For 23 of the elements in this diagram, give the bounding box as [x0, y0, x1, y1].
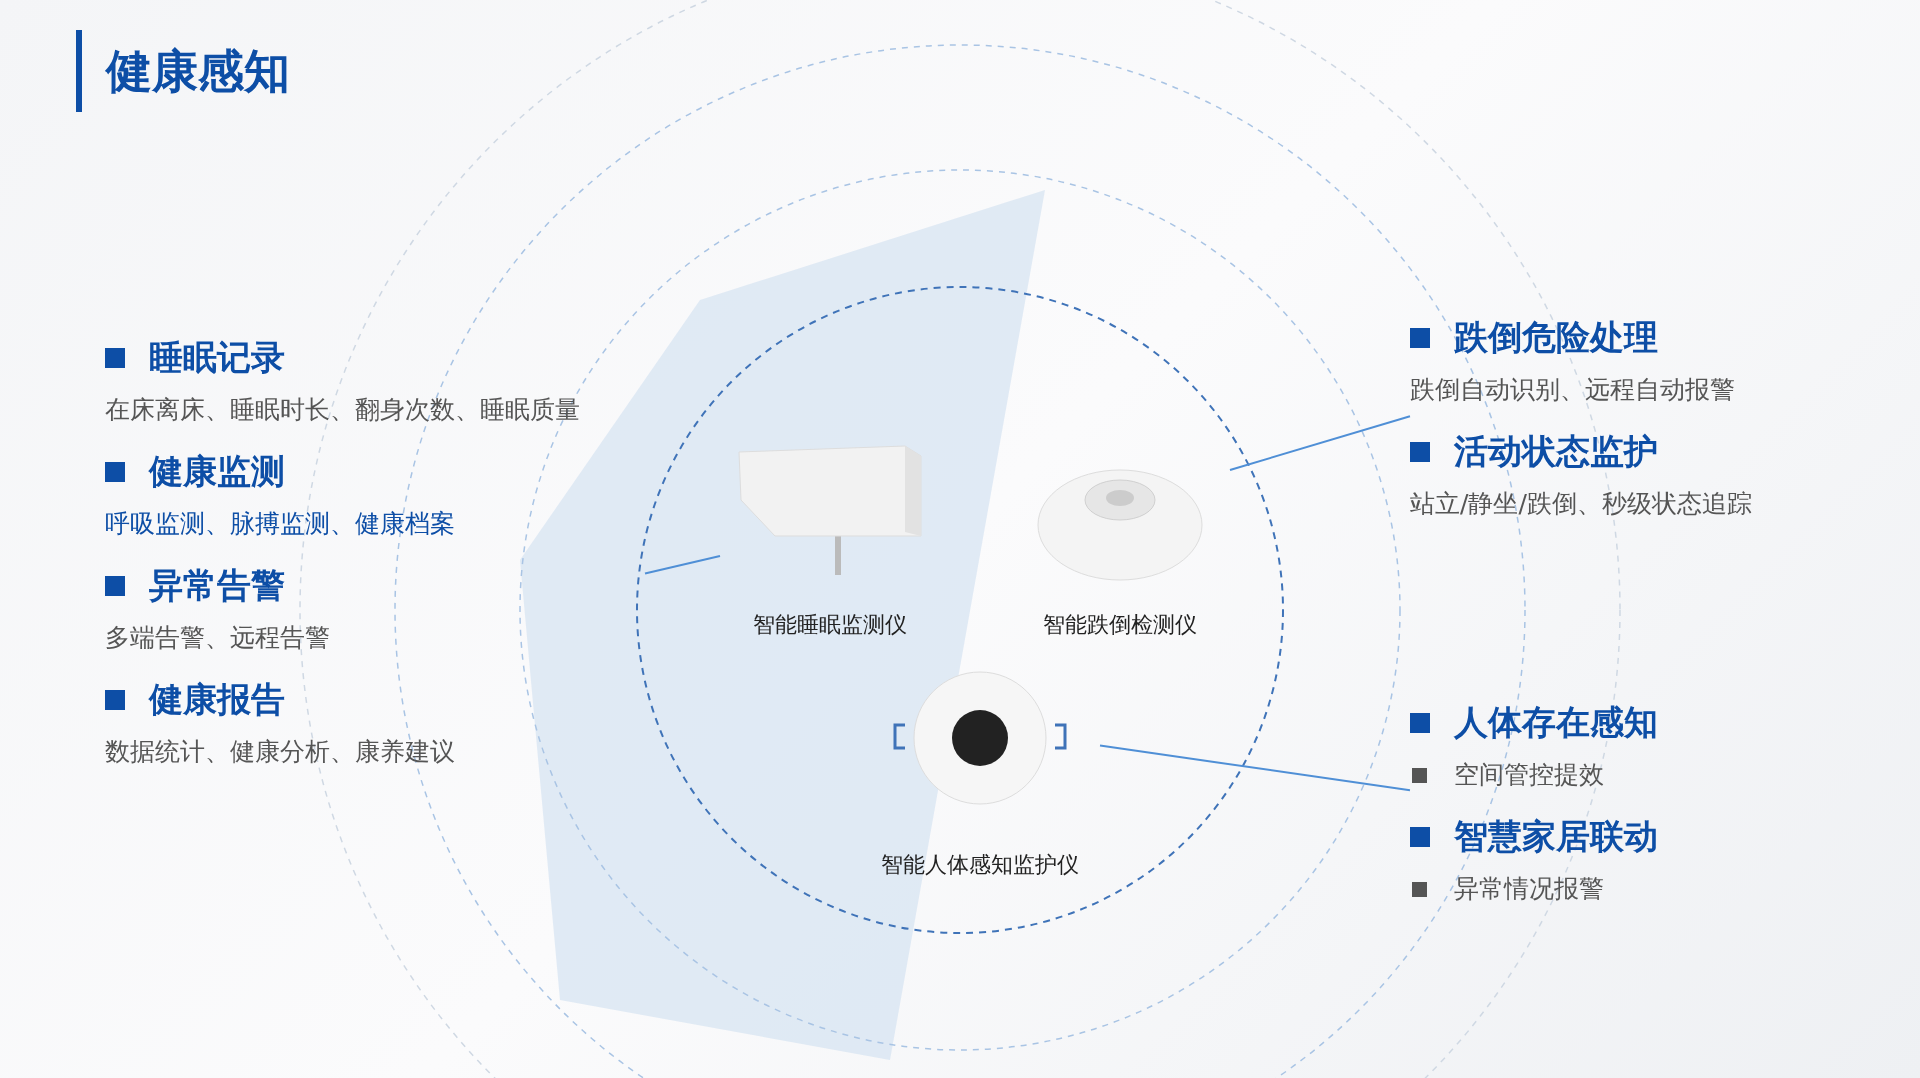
product-caption: 智能睡眠监测仪	[752, 611, 908, 639]
feature-heading: 健康报告	[105, 677, 645, 721]
feature-description: 呼吸监测、脉搏监测、健康档案	[105, 508, 456, 540]
slide-title: 健康感知	[76, 30, 290, 112]
feature-item: 异常情况报警	[1410, 872, 1810, 906]
product-caption: 智能跌倒检测仪	[1042, 611, 1198, 639]
feature-description: 数据统计、健康分析、康养建议	[105, 736, 456, 768]
feature-heading: 跌倒危险处理	[1410, 315, 1840, 359]
feature-heading: 人体存在感知	[1410, 700, 1810, 744]
feature-description: 站立/静坐/跌倒、秒级状态追踪	[1410, 488, 1753, 520]
feature-heading: 异常告警	[105, 563, 645, 607]
product-caption: 智能人体感知监护仪	[880, 851, 1080, 879]
leader-line	[644, 555, 721, 575]
feature-heading: 睡眠记录	[105, 335, 645, 379]
leader-line	[1099, 744, 1411, 792]
feature-heading: 健康监测	[105, 449, 645, 493]
leader-line	[1229, 415, 1411, 471]
feature-heading: 智慧家居联动	[1410, 814, 1810, 858]
feature-heading: 活动状态监护	[1410, 429, 1840, 473]
feature-description: 多端告警、远程告警	[105, 622, 331, 654]
feature-description: 在床离床、睡眠时长、翻身次数、睡眠质量	[105, 394, 581, 426]
feature-item: 空间管控提效	[1410, 758, 1810, 792]
feature-description: 跌倒自动识别、远程自动报警	[1410, 374, 1736, 406]
